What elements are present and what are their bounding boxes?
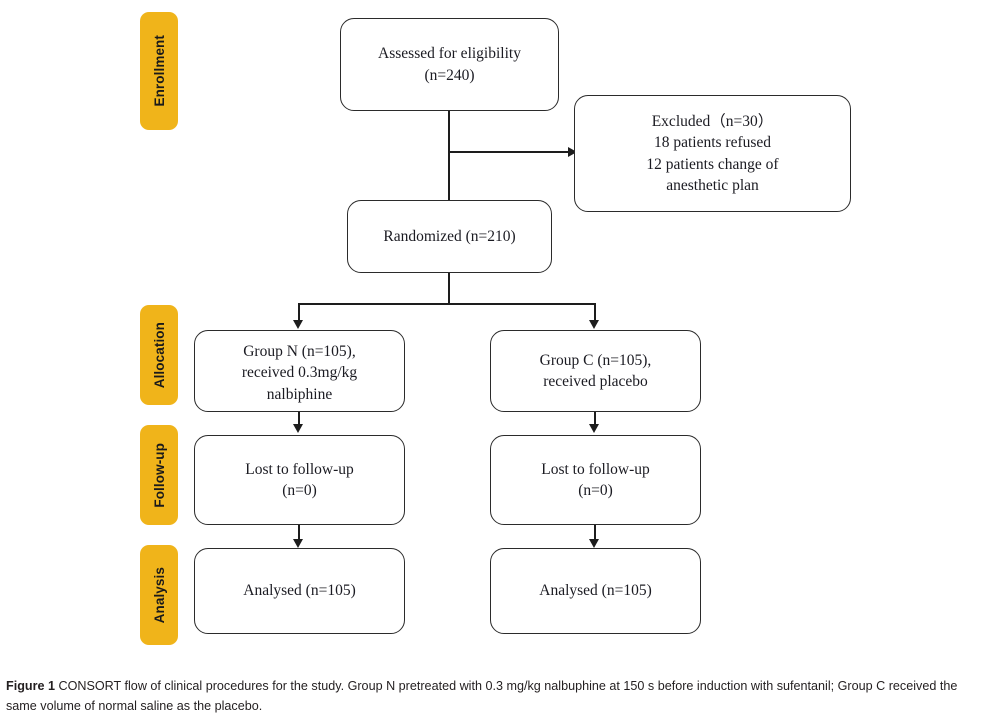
- arrowhead-to-excluded-icon: [568, 147, 577, 157]
- node-analysed-left-text: Analysed (n=105): [243, 582, 356, 600]
- node-analysed-left: Analysed (n=105): [194, 548, 405, 634]
- node-lost-right-text: Lost to follow-up (n=0): [541, 460, 650, 499]
- node-assessed-text: Assessed for eligibility (n=240): [378, 45, 521, 84]
- figure-caption-label: Figure 1: [6, 679, 55, 693]
- phase-tab-enrollment: Enrollment: [140, 12, 178, 130]
- arrowhead-analysed-right-icon: [589, 539, 599, 548]
- node-randomized-text: Randomized (n=210): [383, 227, 516, 245]
- arrowhead-group-n-icon: [293, 320, 303, 329]
- node-group-c-text: Group C (n=105), received placebo: [539, 351, 652, 390]
- node-analysed-right: Analysed (n=105): [490, 548, 701, 634]
- node-randomized: Randomized (n=210): [347, 200, 552, 273]
- arrowhead-analysed-left-icon: [293, 539, 303, 548]
- node-excluded: Excluded（n=30） 18 patients refused 12 pa…: [574, 95, 851, 212]
- connector-lost-right-to-analysed: [594, 525, 596, 541]
- node-lost-to-followup-left: Lost to follow-up (n=0): [194, 435, 405, 525]
- phase-tab-analysis-label: Analysis: [151, 566, 167, 624]
- connector-assessed-to-randomized: [448, 110, 450, 201]
- node-excluded-text: Excluded（n=30） 18 patients refused 12 pa…: [646, 112, 779, 194]
- node-lost-left-text: Lost to follow-up (n=0): [245, 460, 354, 499]
- node-group-n-text: Group N (n=105), received 0.3mg/kg nalbi…: [241, 342, 358, 403]
- node-assessed-for-eligibility: Assessed for eligibility (n=240): [340, 18, 559, 111]
- connector-lost-left-to-analysed: [298, 525, 300, 541]
- connector-split-right-drop: [594, 303, 596, 321]
- phase-tab-allocation: Allocation: [140, 305, 178, 405]
- flow-diagram-stage: Enrollment Allocation Follow-up Analysis: [140, 12, 851, 645]
- node-group-c: Group C (n=105), received placebo: [490, 330, 701, 412]
- phase-tab-followup-label: Follow-up: [151, 442, 167, 508]
- phase-tab-followup: Follow-up: [140, 425, 178, 525]
- connector-to-excluded: [448, 151, 569, 153]
- figure-caption: Figure 1 CONSORT flow of clinical proced…: [6, 676, 985, 717]
- node-group-n: Group N (n=105), received 0.3mg/kg nalbi…: [194, 330, 405, 412]
- phase-tab-allocation-label: Allocation: [151, 321, 167, 389]
- connector-group-c-to-lost: [594, 412, 596, 426]
- arrowhead-group-c-icon: [589, 320, 599, 329]
- arrowhead-lost-right-icon: [589, 424, 599, 433]
- arrowhead-lost-left-icon: [293, 424, 303, 433]
- connector-group-n-to-lost: [298, 412, 300, 426]
- connector-split-left-drop: [298, 303, 300, 321]
- connector-allocation-split-bar: [299, 303, 596, 305]
- figure-caption-text: CONSORT flow of clinical procedures for …: [6, 679, 958, 714]
- node-analysed-right-text: Analysed (n=105): [539, 582, 652, 600]
- connector-randomized-down: [448, 272, 450, 304]
- phase-tab-enrollment-label: Enrollment: [151, 35, 167, 107]
- phase-tab-analysis: Analysis: [140, 545, 178, 645]
- node-lost-to-followup-right: Lost to follow-up (n=0): [490, 435, 701, 525]
